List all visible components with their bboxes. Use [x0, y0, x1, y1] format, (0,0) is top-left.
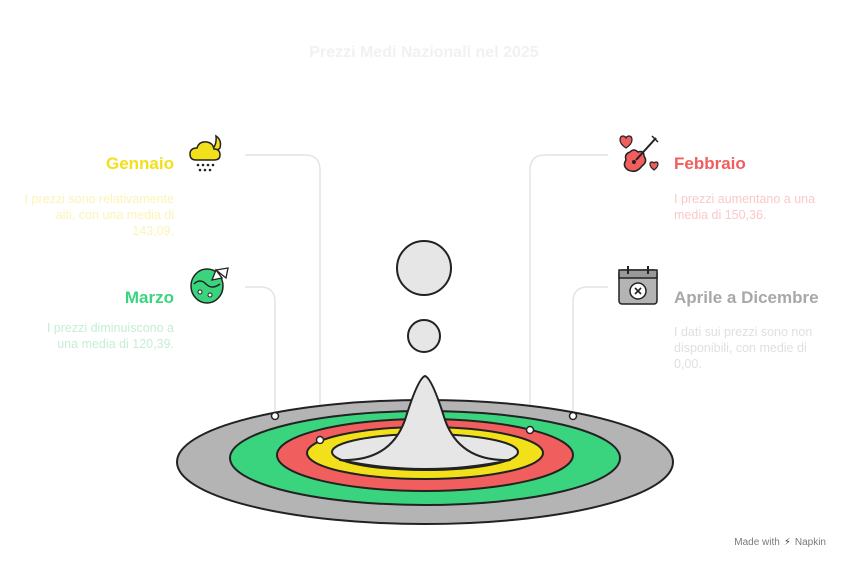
connector-aprile [572, 286, 608, 416]
desc-febbraio: I prezzi aumentano a una media di 150,36… [674, 192, 816, 222]
weather-night-snow-icon [186, 130, 232, 181]
connector-dot-gennaio [315, 435, 325, 445]
splash-drop [339, 375, 511, 470]
page-title: Prezzi Medi Nazionali nel 2025 [309, 44, 539, 61]
connector-dot-aprile [568, 411, 578, 421]
desc-aprile-dicembre: I dati sui prezzi sono non disponibili, … [674, 325, 813, 371]
label-gennaio: Gennaio [105, 154, 174, 173]
connector-gennaio [245, 154, 321, 440]
desc-gennaio: I prezzi sono relativamente alti, con un… [24, 192, 174, 238]
label-febbraio: Febbraio [674, 154, 746, 173]
easter-egg-icon [186, 262, 232, 313]
made-with-text: Made with [734, 537, 780, 548]
connector-febbraio [529, 154, 608, 430]
brand-name: Napkin [794, 537, 826, 548]
connector-dot-febbraio [525, 425, 535, 435]
calendar-x-icon [616, 264, 660, 313]
napkin-logo-icon: ⚡ [783, 537, 791, 548]
connector-dot-marzo [270, 411, 280, 421]
droplet-large [396, 240, 452, 296]
droplet-small [407, 319, 441, 353]
desc-marzo: I prezzi diminuiscono a una media di 120… [46, 321, 174, 351]
violin-hearts-icon [614, 130, 662, 183]
label-aprile-dicembre: Aprile a Dicembre [674, 288, 819, 307]
connector-marzo [245, 286, 276, 416]
label-marzo: Marzo [124, 288, 174, 307]
made-with-badge: Made with ⚡ Napkin [734, 537, 826, 548]
